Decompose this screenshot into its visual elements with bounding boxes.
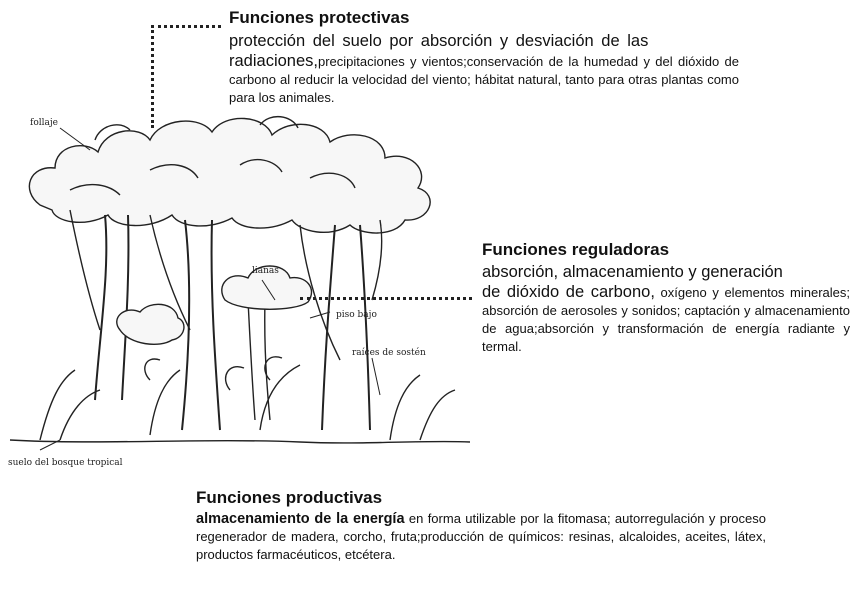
regulatory-lead-2: de dióxido de carbono, [482, 283, 655, 301]
protective-lead: protección del suelo por absorción y des… [229, 32, 649, 50]
regulatory-lead: absorción, almacenamiento y generación [482, 263, 783, 281]
protective-rest: precipitaciones y vientos;conservación d… [229, 54, 739, 105]
label-understory: piso bajo [336, 310, 377, 320]
regulatory-rest: oxígeno y elementos minerales; absorción… [482, 285, 850, 354]
regulatory-leader [300, 297, 472, 300]
productive-functions: Funciones productivas almacenamiento de … [196, 488, 766, 564]
protective-title: Funciones protectivas [229, 8, 410, 27]
protective-functions: Funciones protectivas protección del sue… [229, 8, 739, 107]
regulatory-functions: Funciones reguladoras absorción, almacen… [482, 240, 850, 356]
productive-lead: almacenamiento de la energía [196, 511, 405, 527]
label-lianas: lianas [252, 266, 279, 276]
protective-leader-h [151, 25, 221, 28]
productive-title: Funciones productivas [196, 488, 383, 507]
label-support-roots: raíces de sostén [352, 348, 426, 358]
label-forest-floor: suelo del bosque tropical [8, 458, 123, 468]
productive-rest: en forma utilizable por la fitomasa; aut… [196, 511, 766, 562]
protective-lead-2: radiaciones, [229, 52, 318, 70]
label-foliage: follaje [30, 118, 58, 128]
productive-body: almacenamiento de la energía en forma ut… [196, 510, 766, 564]
regulatory-body: de dióxido de carbono, oxígeno y element… [482, 282, 850, 356]
regulatory-title: Funciones reguladoras [482, 240, 670, 259]
protective-leader-v [151, 25, 154, 128]
protective-body: radiaciones,precipitaciones y vientos;co… [229, 51, 739, 107]
